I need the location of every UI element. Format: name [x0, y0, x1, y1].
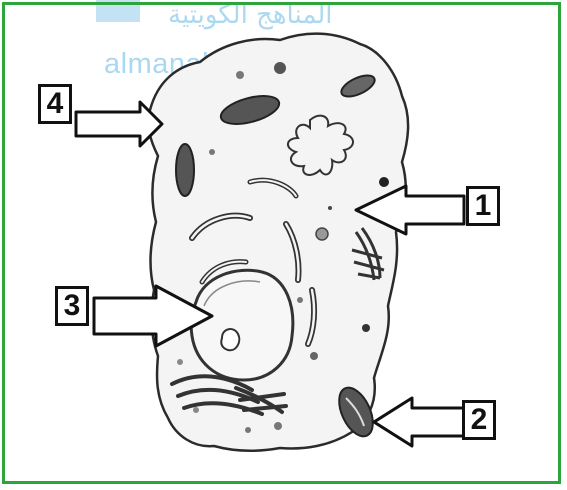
green-frame	[2, 2, 561, 484]
